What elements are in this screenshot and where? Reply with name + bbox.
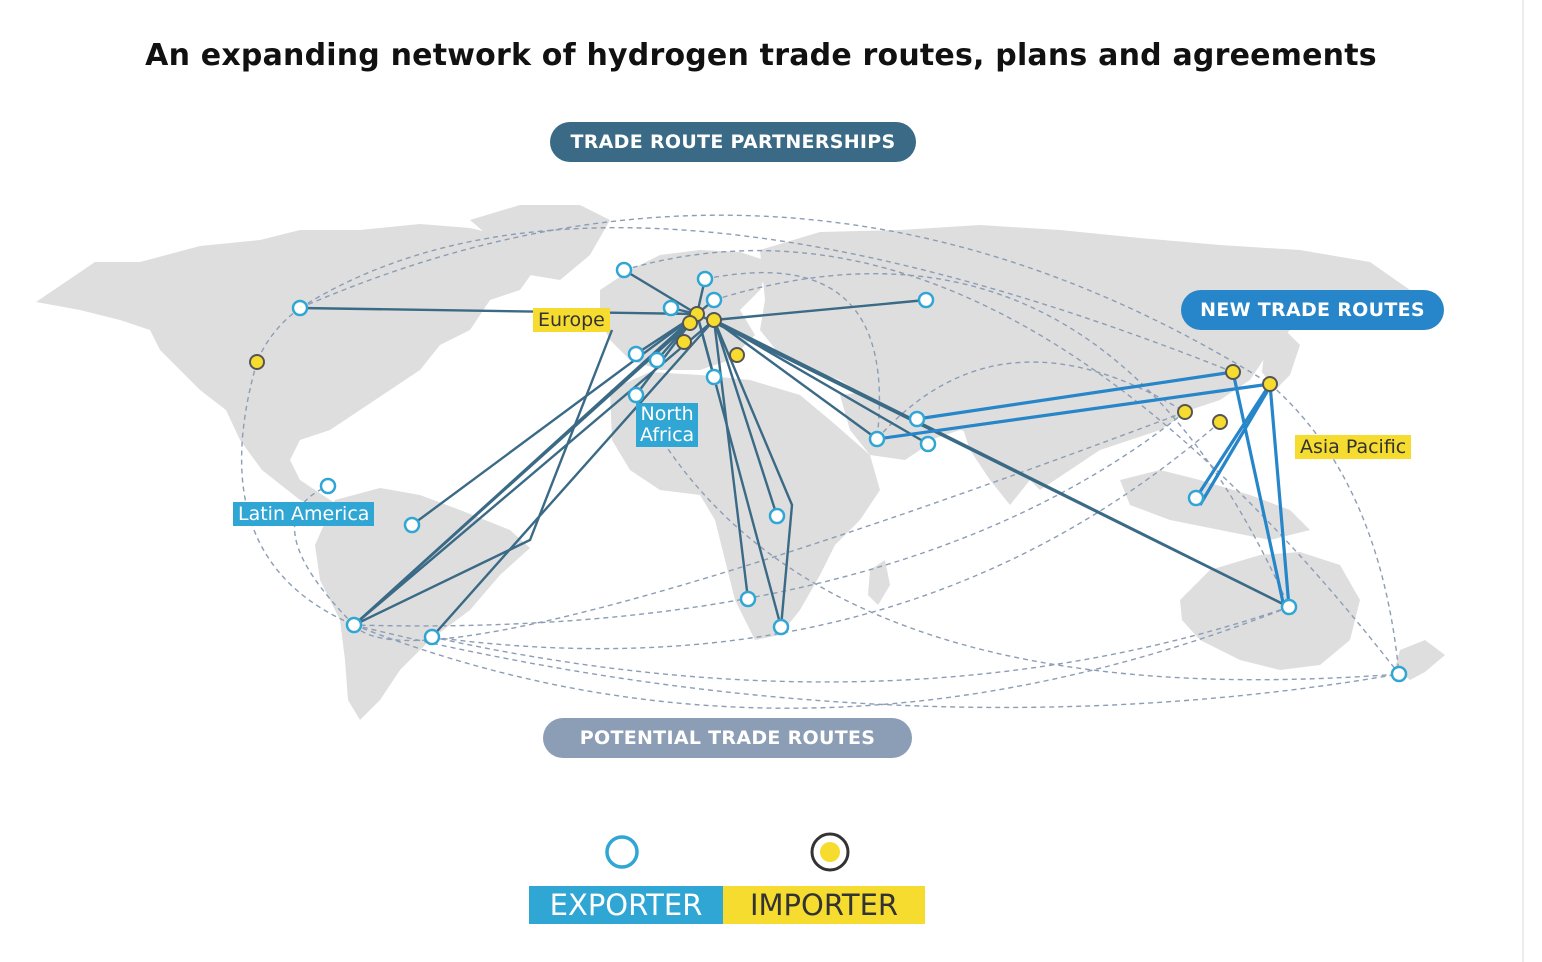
potential-trade-routes-label: POTENTIAL TRADE ROUTES [543,718,912,758]
exporter-node [917,291,935,309]
partnership-route [623,268,698,316]
exporter-node [705,291,723,309]
potential-trade-route [353,411,1186,642]
potential-trade-route [299,214,1271,385]
trade-nodes [249,261,1408,683]
legend-symbols [605,832,850,872]
landmass-new-zealand [1395,640,1445,680]
exporter-node [1280,598,1298,616]
region-label-europe: Europe [533,308,610,332]
partnership-route [353,319,715,626]
potential-trade-route [704,271,881,440]
partnership-route [353,329,614,627]
potential-trade-route [1269,383,1400,675]
importer-node [729,347,745,363]
exporter-node [868,430,886,448]
exporter-node [1390,665,1408,683]
potential-trade-route [240,361,355,626]
potential-trade-route [294,485,355,626]
partnership-route [712,319,750,600]
partnership-route [299,306,698,316]
new-trade-route [876,382,1271,441]
exporter-node [627,386,645,404]
landmass-madagascar [868,560,890,605]
exporter-node [908,410,926,428]
new-trade-routes [876,370,1291,608]
landmass-southeast-asia [1120,470,1310,540]
exporter-legend-icon [605,835,639,869]
importer-legend-icon-core [820,842,840,862]
potential-trade-route [876,361,1186,440]
exporter-node [345,616,363,634]
partnership-route [713,318,1290,609]
partnership-route [712,319,794,628]
partnership-route [353,322,691,626]
potential-trade-route [353,624,1400,709]
infographic-title: An expanding network of hydrogen trade r… [145,38,1377,73]
potential-trade-route [353,411,1186,627]
importer-node [1262,376,1278,392]
new-trade-route [1268,383,1291,608]
potential-trade-route [431,606,1290,683]
trade-route-partnerships-label: TRADE ROUTE PARTNERSHIPS [550,122,916,162]
potential-trade-route [713,273,1290,608]
new-trade-routes-label: NEW TRADE ROUTES [1181,290,1444,330]
region-label-asia-pacific: Asia Pacific [1295,435,1412,459]
exporter-node [319,477,337,495]
landmass-japan [1262,330,1300,390]
partnership-trade-routes [299,268,1290,638]
partnership-route [431,319,715,638]
importer-node [706,312,722,328]
potential-trade-route [635,394,1400,681]
landmass-south-america [315,488,530,720]
partnership-route [411,313,698,526]
partnership-route [695,313,783,628]
exporter-node [768,507,786,525]
partnership-route [713,319,878,440]
landmass-greenland [470,205,610,280]
exporter-node [403,516,421,534]
exporter-node [662,299,680,317]
exporter-node [696,270,714,288]
potential-trade-route [299,227,1234,373]
exporter-node [627,345,645,363]
importer-node [1212,414,1228,430]
landmass-north-america [36,224,540,515]
exporter-node [648,351,666,369]
region-label-north-africa-line2: Africa [640,424,695,446]
importer-node [1177,404,1193,420]
new-trade-route [1194,383,1272,499]
exporter-node [772,618,790,636]
importer-node [682,315,698,331]
exporter-node [705,368,723,386]
exporter-node [1187,489,1205,507]
importer-node [676,334,692,350]
new-trade-route [1198,389,1270,506]
region-label-north-africa: North Africa [636,403,699,447]
continents [36,205,1445,720]
partnership-route [713,298,927,322]
new-trade-route [916,370,1234,421]
landmass-australia [1180,552,1360,670]
exporter-node [423,628,441,646]
importer-node [249,354,265,370]
region-label-latin-america: Latin America [233,502,375,526]
exporter-node [615,261,633,279]
importer-node [1225,364,1241,380]
legend-importer-label: IMPORTER [723,886,925,924]
partnership-route [712,319,779,517]
potential-trade-route [353,606,1290,709]
legend-exporter-label: EXPORTER [529,886,723,924]
region-label-north-africa-line1: North [640,403,694,425]
exporter-node [739,590,757,608]
page-edge-divider [1522,0,1524,962]
exporter-node [291,299,309,317]
new-trade-route [1231,371,1286,608]
potential-trade-route [431,421,1221,650]
exporter-node [919,435,937,453]
